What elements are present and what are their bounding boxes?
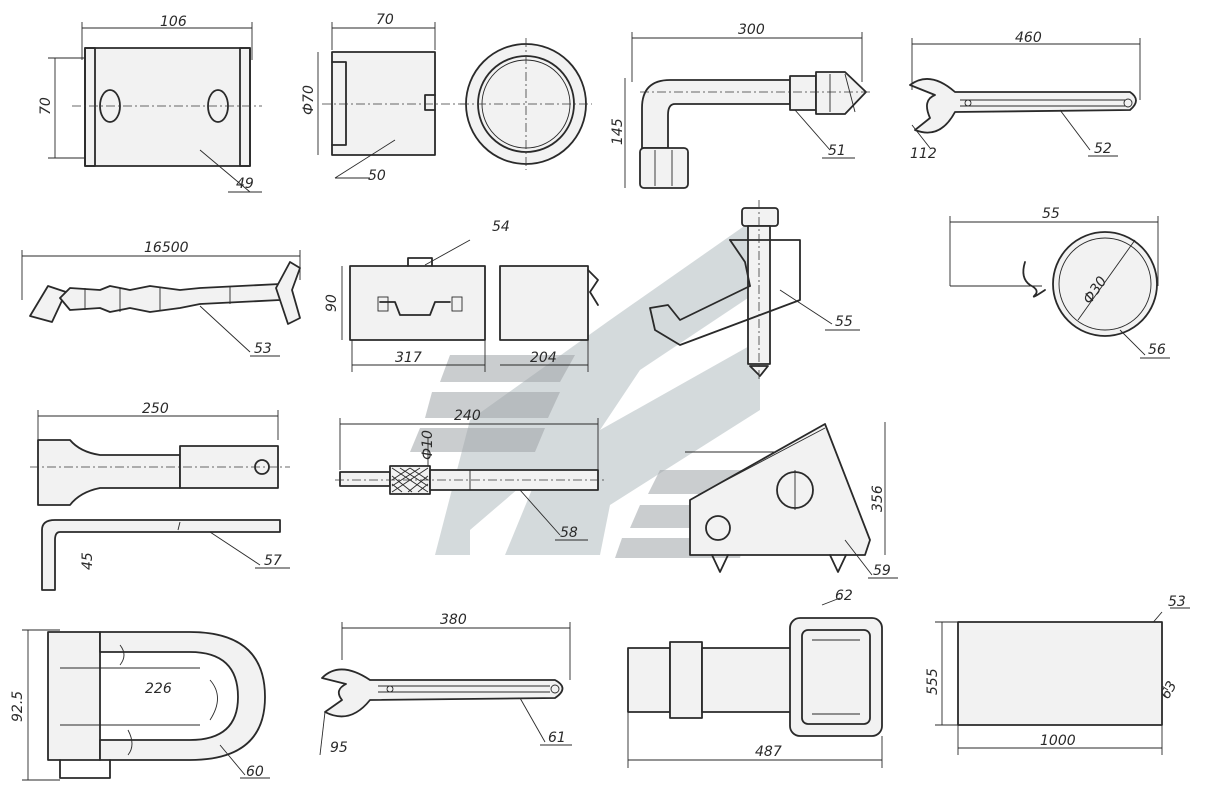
callout-55: 55 xyxy=(835,314,853,330)
dim-61-length: 380 xyxy=(440,612,467,628)
dim-60-height: 92.5 xyxy=(10,691,26,722)
part-50-sleeve: 70 Ф70 50 xyxy=(301,12,592,184)
dim-52-jaw: 112 xyxy=(910,146,937,162)
callout-50: 50 xyxy=(368,168,386,184)
callout-49: 49 xyxy=(236,176,254,192)
dim-50-diameter: Ф70 xyxy=(301,85,317,115)
callout-57: 57 xyxy=(264,553,282,569)
dim-58-length: 240 xyxy=(454,408,481,424)
dim-57-height: 45 xyxy=(80,552,96,570)
part-53-socket-bar: 16500 53 xyxy=(21,240,301,357)
dim-60-length: 226 xyxy=(145,681,172,697)
part-54-clamp: 54 90 317 204 xyxy=(324,219,599,372)
callout-61: 61 xyxy=(548,730,566,746)
dim-58-diameter: Ф10 xyxy=(420,430,436,460)
dim-59-height: 356 xyxy=(870,485,886,512)
callout-56: 56 xyxy=(1148,342,1166,358)
part-60-u-clamp: 92.5 226 60 xyxy=(10,629,270,781)
part-51-bent-spanner: 300 145 51 xyxy=(610,22,870,189)
dim-54-length-b: 204 xyxy=(530,350,557,366)
part-49-bushing: 106 70 49 xyxy=(38,14,262,193)
part-55-lever: 55 xyxy=(649,200,860,380)
dim-63-height: 555 xyxy=(925,668,941,695)
dim-51-height: 145 xyxy=(610,118,626,145)
dim-54-height: 90 xyxy=(324,294,340,312)
part-58-pin: 240 Ф10 58 xyxy=(335,408,605,541)
dim-54-length-a: 317 xyxy=(395,350,422,366)
callout-53: 53 xyxy=(254,341,272,357)
dim-56-width: 55 xyxy=(1042,206,1060,222)
dim-57-length: 250 xyxy=(142,401,169,417)
callout-54: 54 xyxy=(492,219,510,235)
dim-61-jaw: 95 xyxy=(330,740,348,756)
callout-60: 60 xyxy=(246,764,264,780)
callout-59: 59 xyxy=(873,563,891,579)
dim-63-width: 1000 xyxy=(1040,733,1076,749)
callout-62: 62 xyxy=(835,588,853,604)
part-57-bar: 250 45 57 xyxy=(30,401,290,591)
dim-51-length: 300 xyxy=(738,22,765,38)
dim-62-length: 487 xyxy=(755,744,782,760)
part-63-plate: 53 63 555 1000 xyxy=(925,594,1190,755)
dim-49-height: 70 xyxy=(38,97,54,115)
dim-53-length: 16500 xyxy=(144,240,189,256)
part-52-spanner: 460 112 52 xyxy=(909,30,1141,162)
part-62-buckle: 62 487 xyxy=(627,588,883,768)
part-56-ring: 55 Ф30 56 xyxy=(949,206,1170,359)
callout-63: 63 xyxy=(1158,679,1181,702)
dim-49-width: 106 xyxy=(160,14,187,30)
dim-52-length: 460 xyxy=(1015,30,1042,46)
callout-51: 51 xyxy=(828,143,846,159)
dim-50-width: 70 xyxy=(376,12,394,28)
callout-52: 52 xyxy=(1094,141,1112,157)
part-59-wedge: 460 356 59 xyxy=(685,422,898,579)
callout-58: 58 xyxy=(560,525,578,541)
callout-63-top: 53 xyxy=(1168,594,1186,610)
part-61-spanner: 380 95 61 xyxy=(319,612,572,756)
